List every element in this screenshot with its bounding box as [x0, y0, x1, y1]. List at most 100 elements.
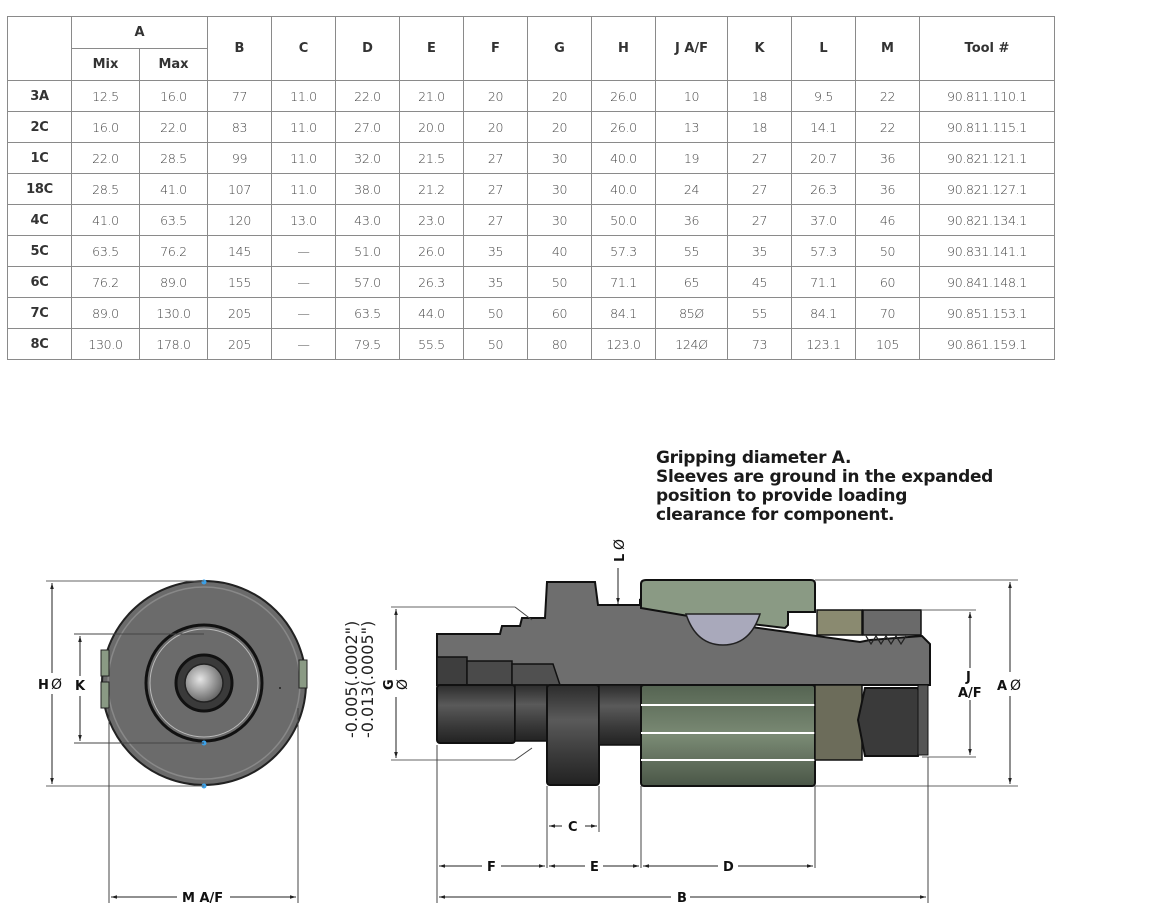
g-label: G — [382, 679, 397, 690]
k-cell: 45 — [727, 266, 792, 298]
j-af-cell: 85Ø — [655, 297, 728, 329]
l-cell: 71.1 — [791, 266, 856, 298]
h-cell: 57.3 — [591, 235, 656, 267]
m-cell: 46 — [855, 204, 920, 236]
a-min-cell: 130.0 — [71, 328, 140, 360]
g-cell: 40 — [527, 235, 592, 267]
tolerance-upper: -0.005(.0002") — [342, 621, 361, 738]
a-max-cell: 22.0 — [139, 111, 208, 143]
size-cell: 6C — [7, 266, 72, 298]
d-cell: 27.0 — [335, 111, 400, 143]
a-min-cell: 28.5 — [71, 173, 140, 205]
j-af-cell: 65 — [655, 266, 728, 298]
header-j-af: J A/F — [655, 16, 728, 81]
k-cell: 18 — [727, 111, 792, 143]
arbor-shank — [436, 684, 516, 744]
c-label: C — [568, 820, 578, 835]
thread — [865, 634, 907, 646]
j-label: J — [965, 670, 971, 685]
c-cell: — — [271, 297, 336, 329]
g-cell: 30 — [527, 142, 592, 174]
ring-section — [816, 609, 863, 636]
a-max-cell: 130.0 — [139, 297, 208, 329]
f-cell: 27 — [463, 173, 528, 205]
a-label: A — [997, 679, 1007, 694]
c-cell: — — [271, 266, 336, 298]
header-m: M — [855, 16, 920, 81]
c-cell: 11.0 — [271, 80, 336, 112]
k-cell: 55 — [727, 297, 792, 329]
a-min-cell: 89.0 — [71, 297, 140, 329]
e-cell: 26.0 — [399, 235, 464, 267]
h-cell: 84.1 — [591, 297, 656, 329]
j-af-cell: 124Ø — [655, 328, 728, 360]
gripping-note: Gripping diameter A. Sleeves are ground … — [656, 449, 993, 525]
header-g: G — [527, 16, 592, 81]
e-cell: 55.5 — [399, 328, 464, 360]
arbor-flange — [546, 684, 600, 786]
j-af-cell: 36 — [655, 204, 728, 236]
tool-number-cell: 90.811.110.1 — [919, 80, 1055, 112]
m-cell: 36 — [855, 142, 920, 174]
h-cell: 71.1 — [591, 266, 656, 298]
sleeve-body — [640, 684, 816, 787]
l-diameter-symbol: Ø — [612, 539, 628, 550]
tool-number-cell: 90.841.148.1 — [919, 266, 1055, 298]
e-label: E — [590, 860, 599, 875]
note-line: position to provide loading — [656, 486, 908, 506]
b-cell: 77 — [207, 80, 272, 112]
j-af-cell: 24 — [655, 173, 728, 205]
m-cell: 36 — [855, 173, 920, 205]
f-cell: 27 — [463, 142, 528, 174]
j-af-label: A/F — [958, 686, 982, 701]
b-cell: 145 — [207, 235, 272, 267]
a-max-cell: 178.0 — [139, 328, 208, 360]
size-cell: 18C — [7, 173, 72, 205]
header-k: K — [727, 16, 792, 81]
header-f: F — [463, 16, 528, 81]
hex-nut — [856, 687, 927, 757]
tolerance-lower: -0.013(.0005") — [358, 621, 377, 738]
note-line: clearance for component. — [656, 505, 895, 525]
header-d: D — [335, 16, 400, 81]
h-label: H — [38, 678, 49, 693]
j-af-cell: 55 — [655, 235, 728, 267]
end-view: H Ø K M A/F — [38, 579, 308, 906]
nut-section — [862, 609, 922, 636]
a-max-cell: 89.0 — [139, 266, 208, 298]
size-cell: 1C — [7, 142, 72, 174]
h-cell: 40.0 — [591, 173, 656, 205]
m-af-label: M A/F — [182, 891, 223, 906]
end-view-slot-left — [100, 649, 110, 677]
e-cell: 21.0 — [399, 80, 464, 112]
a-max-cell: 41.0 — [139, 173, 208, 205]
d-cell: 51.0 — [335, 235, 400, 267]
header-a-min: Mix — [71, 48, 140, 81]
a-diameter-symbol: Ø — [1010, 678, 1021, 694]
h-cell: 123.0 — [591, 328, 656, 360]
highlight-dot-top — [201, 579, 207, 585]
h-cell: 26.0 — [591, 80, 656, 112]
collar — [814, 684, 863, 761]
note-line: Sleeves are ground in the expanded — [656, 467, 994, 487]
ball — [684, 613, 762, 646]
header-l: L — [791, 16, 856, 81]
g-cell: 80 — [527, 328, 592, 360]
size-cell: 8C — [7, 328, 72, 360]
g-diameter-symbol: Ø — [395, 679, 411, 690]
header-c: C — [271, 16, 336, 81]
l-cell: 20.7 — [791, 142, 856, 174]
f-cell: 50 — [463, 328, 528, 360]
g-cell: 20 — [527, 80, 592, 112]
k-cell: 73 — [727, 328, 792, 360]
a-min-cell: 76.2 — [71, 266, 140, 298]
f-label: F — [487, 860, 496, 875]
l-cell: 84.1 — [791, 297, 856, 329]
c-cell: — — [271, 328, 336, 360]
side-view: G Ø -0.005(.0002") -0.013(.0005") L Ø A … — [342, 539, 1021, 906]
